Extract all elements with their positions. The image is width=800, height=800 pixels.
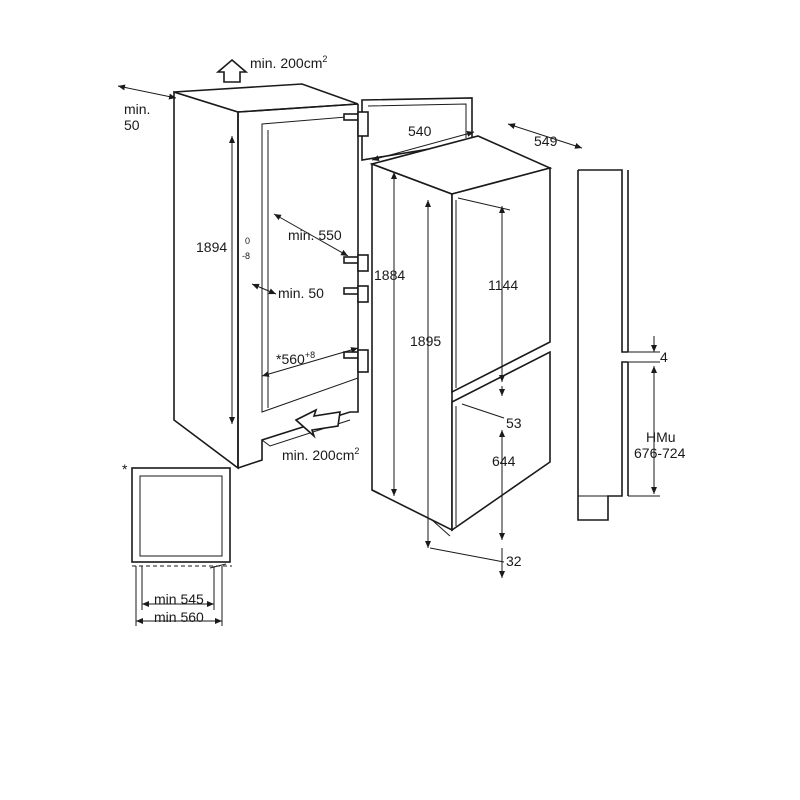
appliance-height-back-label: 1884 xyxy=(374,267,405,283)
niche-height-tol-upper: 0 xyxy=(245,236,250,246)
hinge-lower-mid-icon xyxy=(343,285,369,303)
upper-door-label: 1144 xyxy=(488,277,518,293)
niche-depth-label: min. 550 xyxy=(288,227,342,243)
appliance-width-label: 540 xyxy=(408,123,432,139)
lower-door-label: 644 xyxy=(492,453,516,469)
hinge-top-icon xyxy=(343,111,369,137)
min-inner-label: min 545 xyxy=(154,591,204,607)
side-gap-label: min. 50 xyxy=(278,285,324,301)
hmu-label-2: 676-724 xyxy=(634,445,686,461)
niche-height-tol-lower: -8 xyxy=(242,251,250,261)
rear-gap-label-1: min. xyxy=(124,101,150,117)
niche-width-label: *560+8 xyxy=(276,350,315,367)
bottom-offset-label: 32 xyxy=(506,553,522,569)
cross-section-asterisk: * xyxy=(122,461,128,477)
furniture-profile xyxy=(577,169,660,521)
hinge-upper-mid-icon xyxy=(343,254,369,272)
top-vent-arrow-icon xyxy=(215,58,249,83)
furniture-gap-label: 4 xyxy=(660,349,668,365)
hinge-bottom-icon xyxy=(343,349,369,373)
bottom-vent-arrow-icon xyxy=(294,408,341,439)
cross-section xyxy=(131,467,232,626)
min-outer-label: min 560 xyxy=(154,609,204,625)
appliance-body xyxy=(369,123,583,578)
door-gap-label: 53 xyxy=(506,415,522,431)
bottom-vent-label: min. 200cm2 xyxy=(282,446,359,463)
hmu-label-1: HMu xyxy=(646,429,676,445)
niche-height-label: 1894 xyxy=(196,239,227,255)
appliance-depth-label: 549 xyxy=(534,133,558,149)
appliance-height-front-label: 1895 xyxy=(410,333,441,349)
top-vent-label: min. 200cm2 xyxy=(250,54,327,71)
rear-gap-label-2: 50 xyxy=(124,117,140,133)
